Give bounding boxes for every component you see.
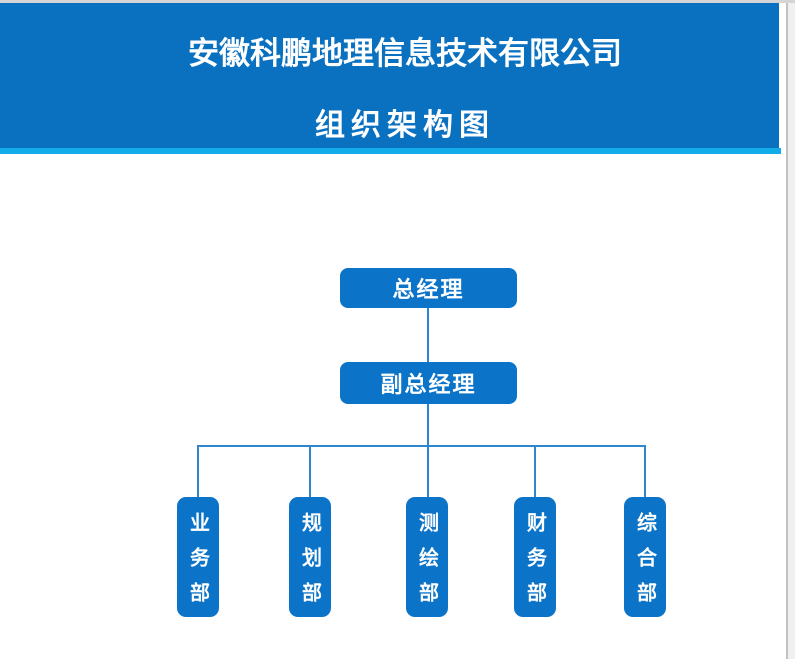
- org-node-planning-dept[interactable]: 规划部: [289, 497, 331, 617]
- connector-deputy-to-departments: [427, 404, 429, 497]
- header-banner: 安徽科鹏地理信息技术有限公司 组织架构图: [0, 3, 779, 148]
- page-right-margin: [788, 3, 795, 659]
- org-node-business-dept[interactable]: 业务部: [177, 497, 219, 617]
- org-node-label: 总经理: [392, 277, 465, 302]
- org-node-label: 副总经理: [380, 372, 477, 397]
- connector-drop-2: [309, 445, 311, 497]
- connector-root-to-deputy: [427, 308, 429, 362]
- connector-horizontal-bar: [198, 445, 646, 447]
- window-top-strip: [0, 0, 795, 3]
- connector-drop-4: [534, 445, 536, 497]
- org-node-deputy-general-manager[interactable]: 副总经理: [340, 362, 517, 404]
- header-text-block: 安徽科鹏地理信息技术有限公司 组织架构图: [0, 36, 795, 144]
- org-node-general-manager[interactable]: 总经理: [340, 268, 517, 308]
- connector-drop-5: [644, 445, 646, 497]
- chart-subtitle: 组织架构图: [315, 108, 495, 142]
- company-title: 安徽科鹏地理信息技术有限公司: [188, 36, 622, 71]
- org-node-general-affairs-dept[interactable]: 综合部: [624, 497, 666, 617]
- header-accent-stripe: [0, 148, 781, 154]
- org-node-surveying-dept[interactable]: 测绘部: [406, 497, 448, 617]
- page-right-edge-line: [786, 3, 788, 659]
- connector-drop-1: [197, 445, 199, 497]
- org-node-finance-dept[interactable]: 财务部: [514, 497, 556, 617]
